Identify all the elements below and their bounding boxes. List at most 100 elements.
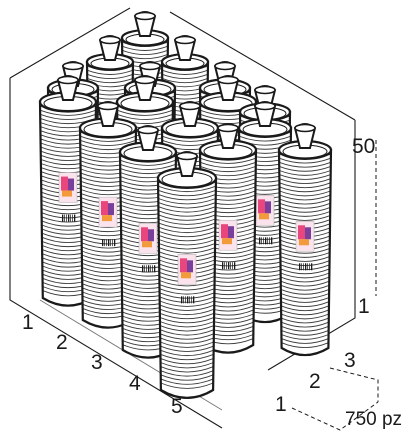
cup-rim-line	[158, 210, 216, 217]
barcode-icon	[181, 296, 195, 304]
cup-rim-line	[280, 284, 330, 291]
bag-knot-top	[254, 85, 276, 95]
cup-rim-line	[200, 161, 256, 168]
bag-knot-top	[99, 35, 121, 45]
stack-height-max-label: 50	[352, 135, 376, 158]
barcode-bar	[224, 262, 225, 270]
barcode-icon	[62, 214, 76, 222]
cup-rim-line	[280, 313, 330, 320]
bag-knot-top	[174, 35, 196, 45]
cup-rim-line	[279, 211, 331, 217]
cup-rim-line	[158, 234, 216, 242]
barcode-bar	[102, 239, 104, 247]
bag-knot-top	[217, 75, 239, 85]
cup-rim-line	[279, 215, 331, 221]
brand-label-pink-block	[298, 225, 305, 240]
cup-rim-line	[158, 206, 216, 213]
cup-rim-line	[281, 329, 329, 336]
cup-rim-line	[280, 288, 330, 295]
cup-rim-line	[281, 321, 329, 328]
cup-rim-line	[160, 362, 214, 369]
cup-rim-line	[280, 305, 330, 312]
barcode-bar	[305, 263, 307, 271]
barcode-bar	[148, 265, 150, 273]
barcode-bar	[303, 263, 304, 271]
brand-label-orange-block	[142, 241, 152, 248]
cup-rim-line	[159, 308, 215, 316]
brand-label-icon	[218, 219, 238, 251]
cup-rim-line	[160, 366, 214, 373]
bag-knot-top	[57, 75, 79, 85]
cup-rim-line	[281, 325, 329, 332]
brand-label-icon	[98, 196, 118, 228]
barcode-bar	[68, 214, 70, 222]
barcode-bar	[66, 214, 67, 222]
brand-label-icon	[255, 195, 275, 226]
brand-label-icon	[177, 254, 197, 285]
brand-label-orange-block	[222, 238, 232, 245]
barcode-bar	[62, 214, 64, 222]
cup-rim-line	[280, 272, 330, 279]
cup-rim-line	[280, 252, 330, 258]
cup-rim-line	[199, 157, 257, 164]
cup-rim-line	[87, 77, 133, 84]
brand-label-orange-block	[299, 239, 309, 246]
brand-label-icon	[138, 223, 158, 254]
barcode-bar	[309, 263, 310, 271]
cup-rim-line	[281, 334, 329, 340]
barcode-bar	[267, 237, 268, 245]
bag-knot-icon	[253, 101, 277, 127]
stack-height-min-label: 1	[358, 295, 370, 318]
barcode-bar	[311, 263, 313, 271]
barcode-bar	[142, 265, 144, 273]
cup-rim-line	[279, 186, 331, 193]
barcode-bar	[154, 265, 156, 273]
cup-rim-line	[279, 161, 331, 168]
box-top-back-edge	[9, 7, 131, 79]
cup-rim-line	[280, 297, 330, 303]
cup-rim-line	[160, 345, 214, 352]
cup-rim-line	[281, 342, 329, 349]
cup-rim-line	[158, 230, 216, 238]
barcode-bar	[265, 237, 267, 245]
brand-label-orange-block	[102, 215, 112, 222]
cup-rim-line	[120, 163, 176, 170]
barcode-icon	[299, 263, 313, 271]
barcode-bar	[189, 296, 190, 304]
barcode-bar	[112, 239, 113, 247]
cup-rim-line	[279, 165, 331, 172]
dimension-lines	[291, 140, 379, 431]
cup-rim-line	[158, 218, 216, 225]
barcode-bar	[230, 262, 231, 270]
cup-rim-line	[162, 77, 208, 84]
cup-rim-line	[159, 316, 215, 324]
cup-rim-line	[160, 370, 214, 377]
barcode-bar	[299, 263, 301, 271]
cup-rim-line	[279, 182, 331, 189]
cup-rim-line	[160, 341, 214, 348]
cup-rim-line	[279, 178, 331, 185]
brand-label-pink-block	[221, 224, 228, 239]
brand-label-purple-block	[265, 201, 271, 214]
cup-rim-line	[281, 317, 329, 324]
cup-rim-line	[122, 49, 168, 56]
row-label-3: 3	[91, 351, 103, 374]
bag-knot-top	[294, 123, 316, 133]
cup-rim-line	[158, 214, 216, 221]
bag-knot-top	[139, 61, 161, 71]
brand-label-orange-block	[259, 213, 269, 220]
row-label-1: 1	[22, 311, 34, 334]
cup-stack-body	[277, 148, 333, 357]
cup-rim-line	[158, 239, 216, 246]
barcode-bar	[263, 237, 264, 245]
cup-rim-line	[80, 139, 136, 146]
bag-knot-top	[179, 101, 201, 111]
cup-rim-line	[238, 135, 292, 142]
cup-rim-line	[159, 280, 215, 287]
cup-rim-line	[160, 378, 214, 385]
bag-knot-icon	[175, 151, 199, 177]
bag-knot-top	[214, 61, 236, 71]
cup-rim-line	[280, 256, 330, 262]
cup-rim-line	[280, 247, 330, 254]
